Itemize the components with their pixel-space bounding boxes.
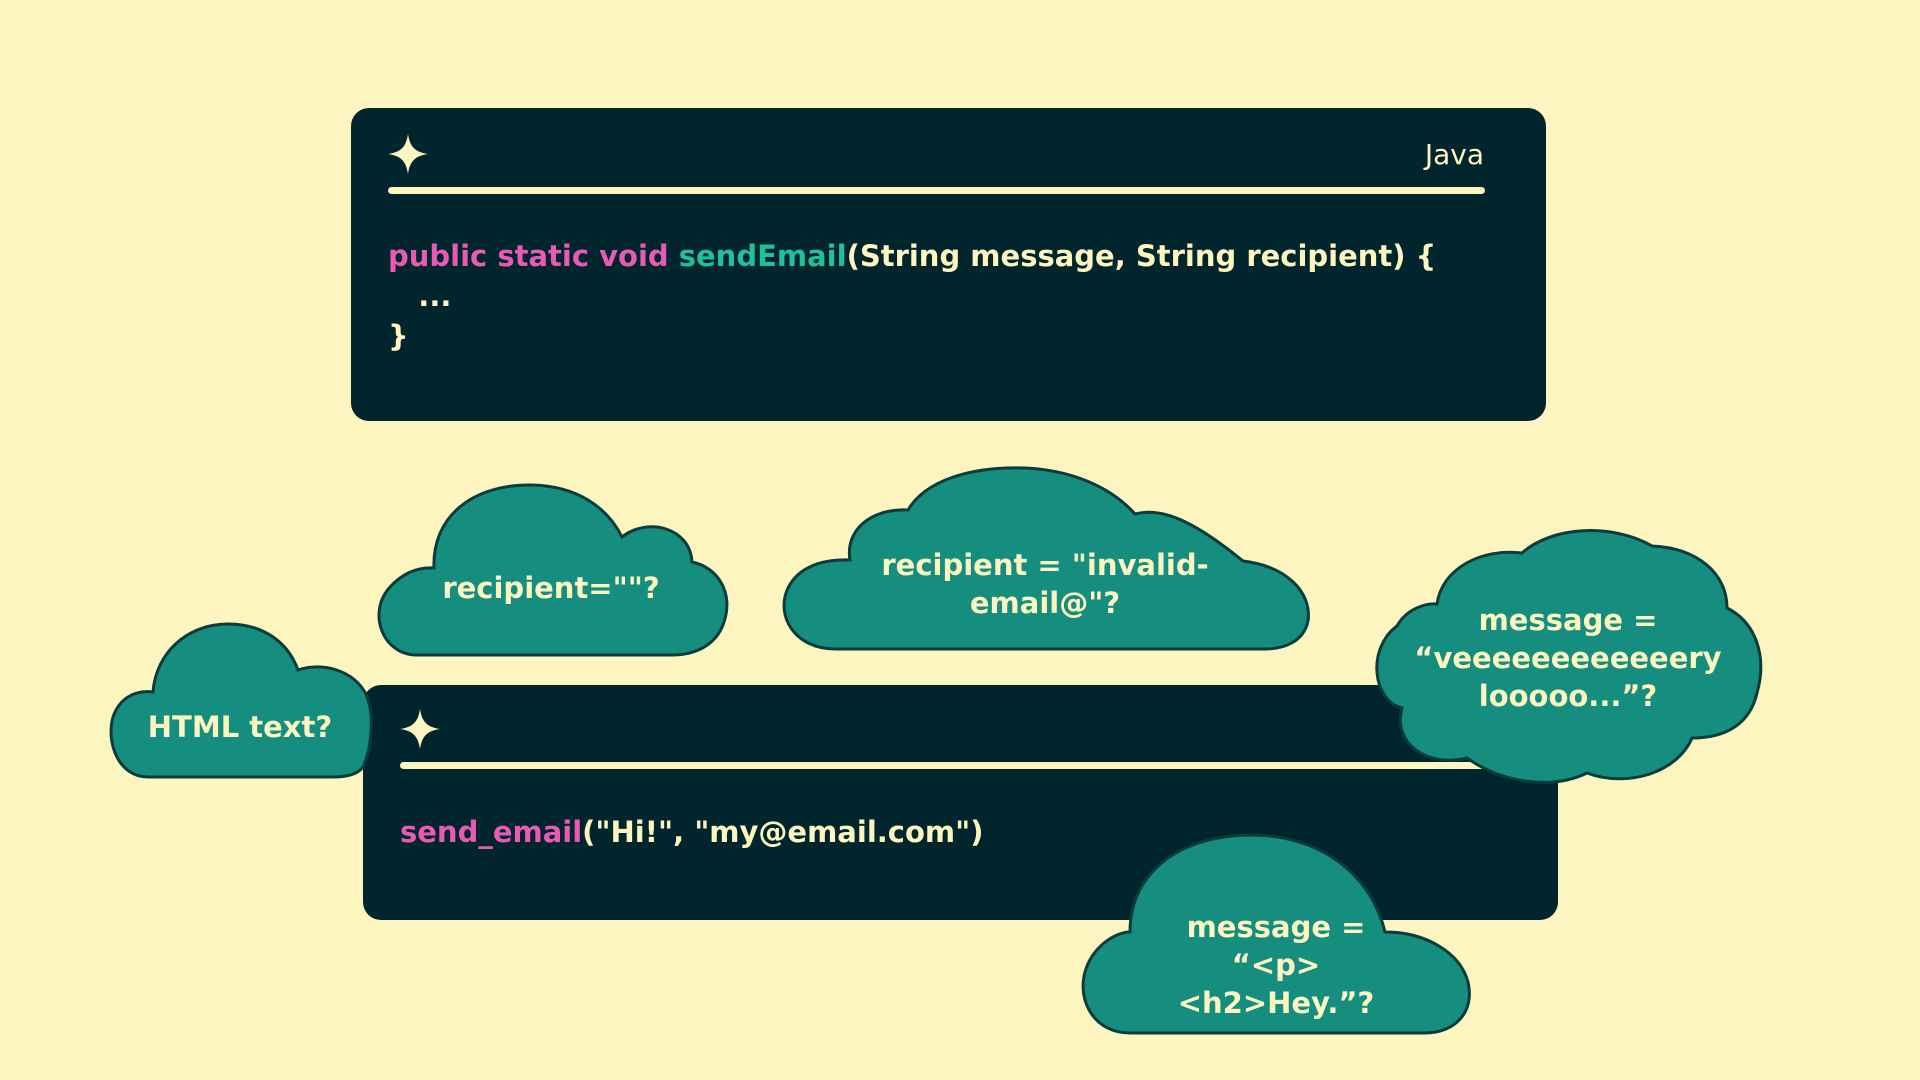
python-code-panel: send_email("Hi!", "my@email.com") xyxy=(363,685,1558,920)
java-code-block: public static void sendEmail(String mess… xyxy=(388,236,1436,356)
cloud-shape xyxy=(782,466,1310,651)
cloud-invalid-recipient: recipient = "invalid- email@"? xyxy=(780,466,1310,651)
cloud-html-message: message = “<p> <h2>Hey.”? xyxy=(1080,832,1472,1035)
cloud-shape xyxy=(109,622,373,779)
cloud-empty-recipient: recipient=""? xyxy=(372,482,730,657)
code-signature: (String message, String recipient) { xyxy=(846,239,1437,273)
header-divider xyxy=(400,762,1497,769)
cloud-label: message = “<p> <h2>Hey.”? xyxy=(1177,910,1375,1020)
cloud-label: HTML text? xyxy=(147,710,333,744)
code-method-name: sendEmail xyxy=(678,239,847,273)
cloud-label: recipient = "invalid- email@"? xyxy=(881,548,1209,620)
cloud-label: message = “veeeeeeeeeeeery looooo...”? xyxy=(1414,603,1722,713)
code-closing-brace: } xyxy=(388,319,409,353)
cloud-shape xyxy=(377,483,729,657)
sparkle-icon xyxy=(388,134,428,174)
python-code-line: send_email("Hi!", "my@email.com") xyxy=(400,812,983,852)
code-function-name: send_email xyxy=(400,815,583,849)
cloud-html-text: HTML text? xyxy=(108,622,373,779)
cloud-shape xyxy=(1375,529,1763,784)
language-label: Java xyxy=(1424,138,1484,171)
cloud-label: recipient=""? xyxy=(442,571,660,605)
code-body-ellipsis: ... xyxy=(418,279,452,313)
code-arguments: ("Hi!", "my@email.com") xyxy=(582,815,984,849)
code-keywords: public static void xyxy=(388,239,669,273)
cloud-shape xyxy=(1081,833,1471,1035)
sparkle-icon xyxy=(400,709,440,749)
header-divider xyxy=(388,187,1485,194)
java-code-panel: Java public static void sendEmail(String… xyxy=(351,108,1546,421)
cloud-long-message: message = “veeeeeeeeeeeery looooo...”? xyxy=(1372,528,1764,784)
